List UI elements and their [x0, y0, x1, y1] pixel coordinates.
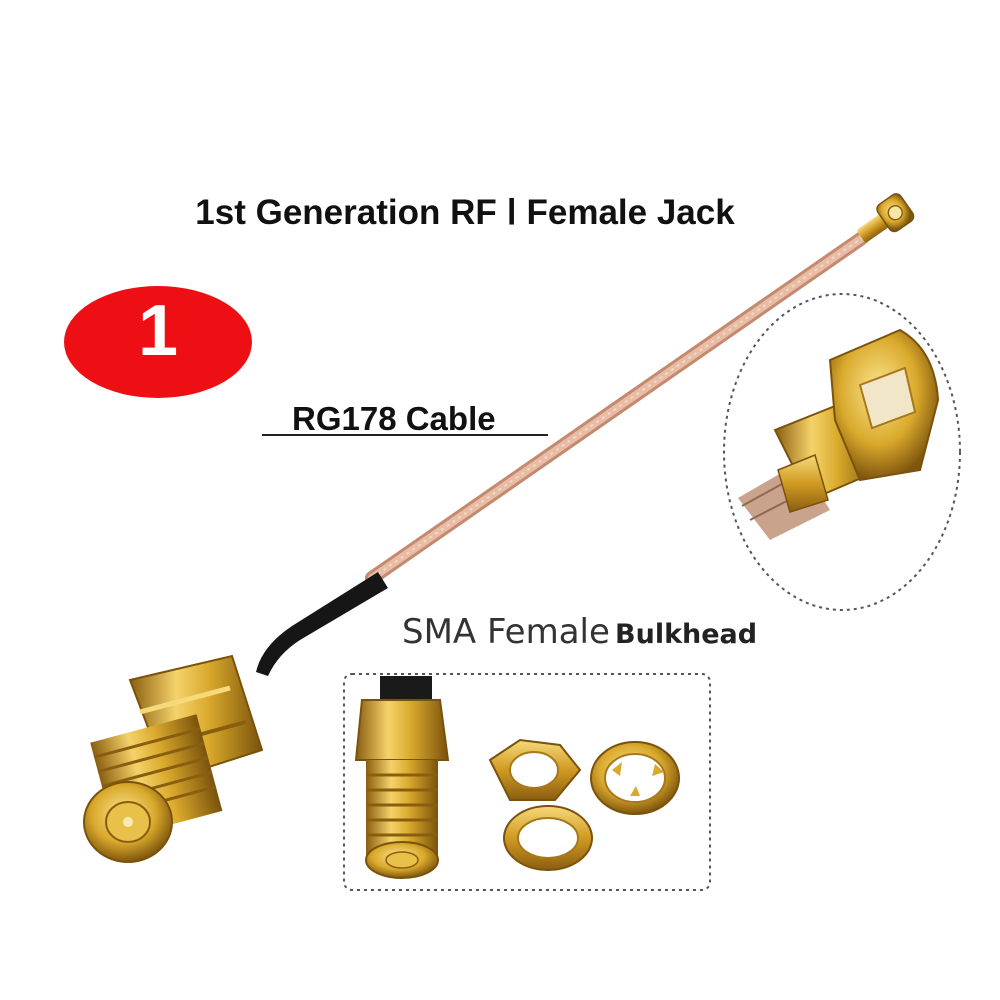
parts-box: [343, 673, 711, 891]
ufl-connector-icon: [857, 193, 915, 243]
sma-connector-icon: [83, 654, 264, 863]
badge-number: 1: [137, 291, 179, 371]
sma-label: SMA Female Bulkhead: [402, 612, 757, 652]
rg178-cable: [365, 231, 869, 585]
ufl-closeup: [723, 293, 961, 611]
heat-shrink-sleeve: [256, 572, 388, 676]
sma-label-sub: Bulkhead: [615, 619, 758, 650]
cable-label-underline: [262, 434, 548, 436]
cable-label: RG178 Cable: [292, 400, 496, 437]
page-title: 1st Generation RF Ⅰ Female Jack: [195, 193, 735, 232]
number-badge: [64, 286, 252, 398]
sma-label-main: SMA Female: [402, 612, 610, 652]
